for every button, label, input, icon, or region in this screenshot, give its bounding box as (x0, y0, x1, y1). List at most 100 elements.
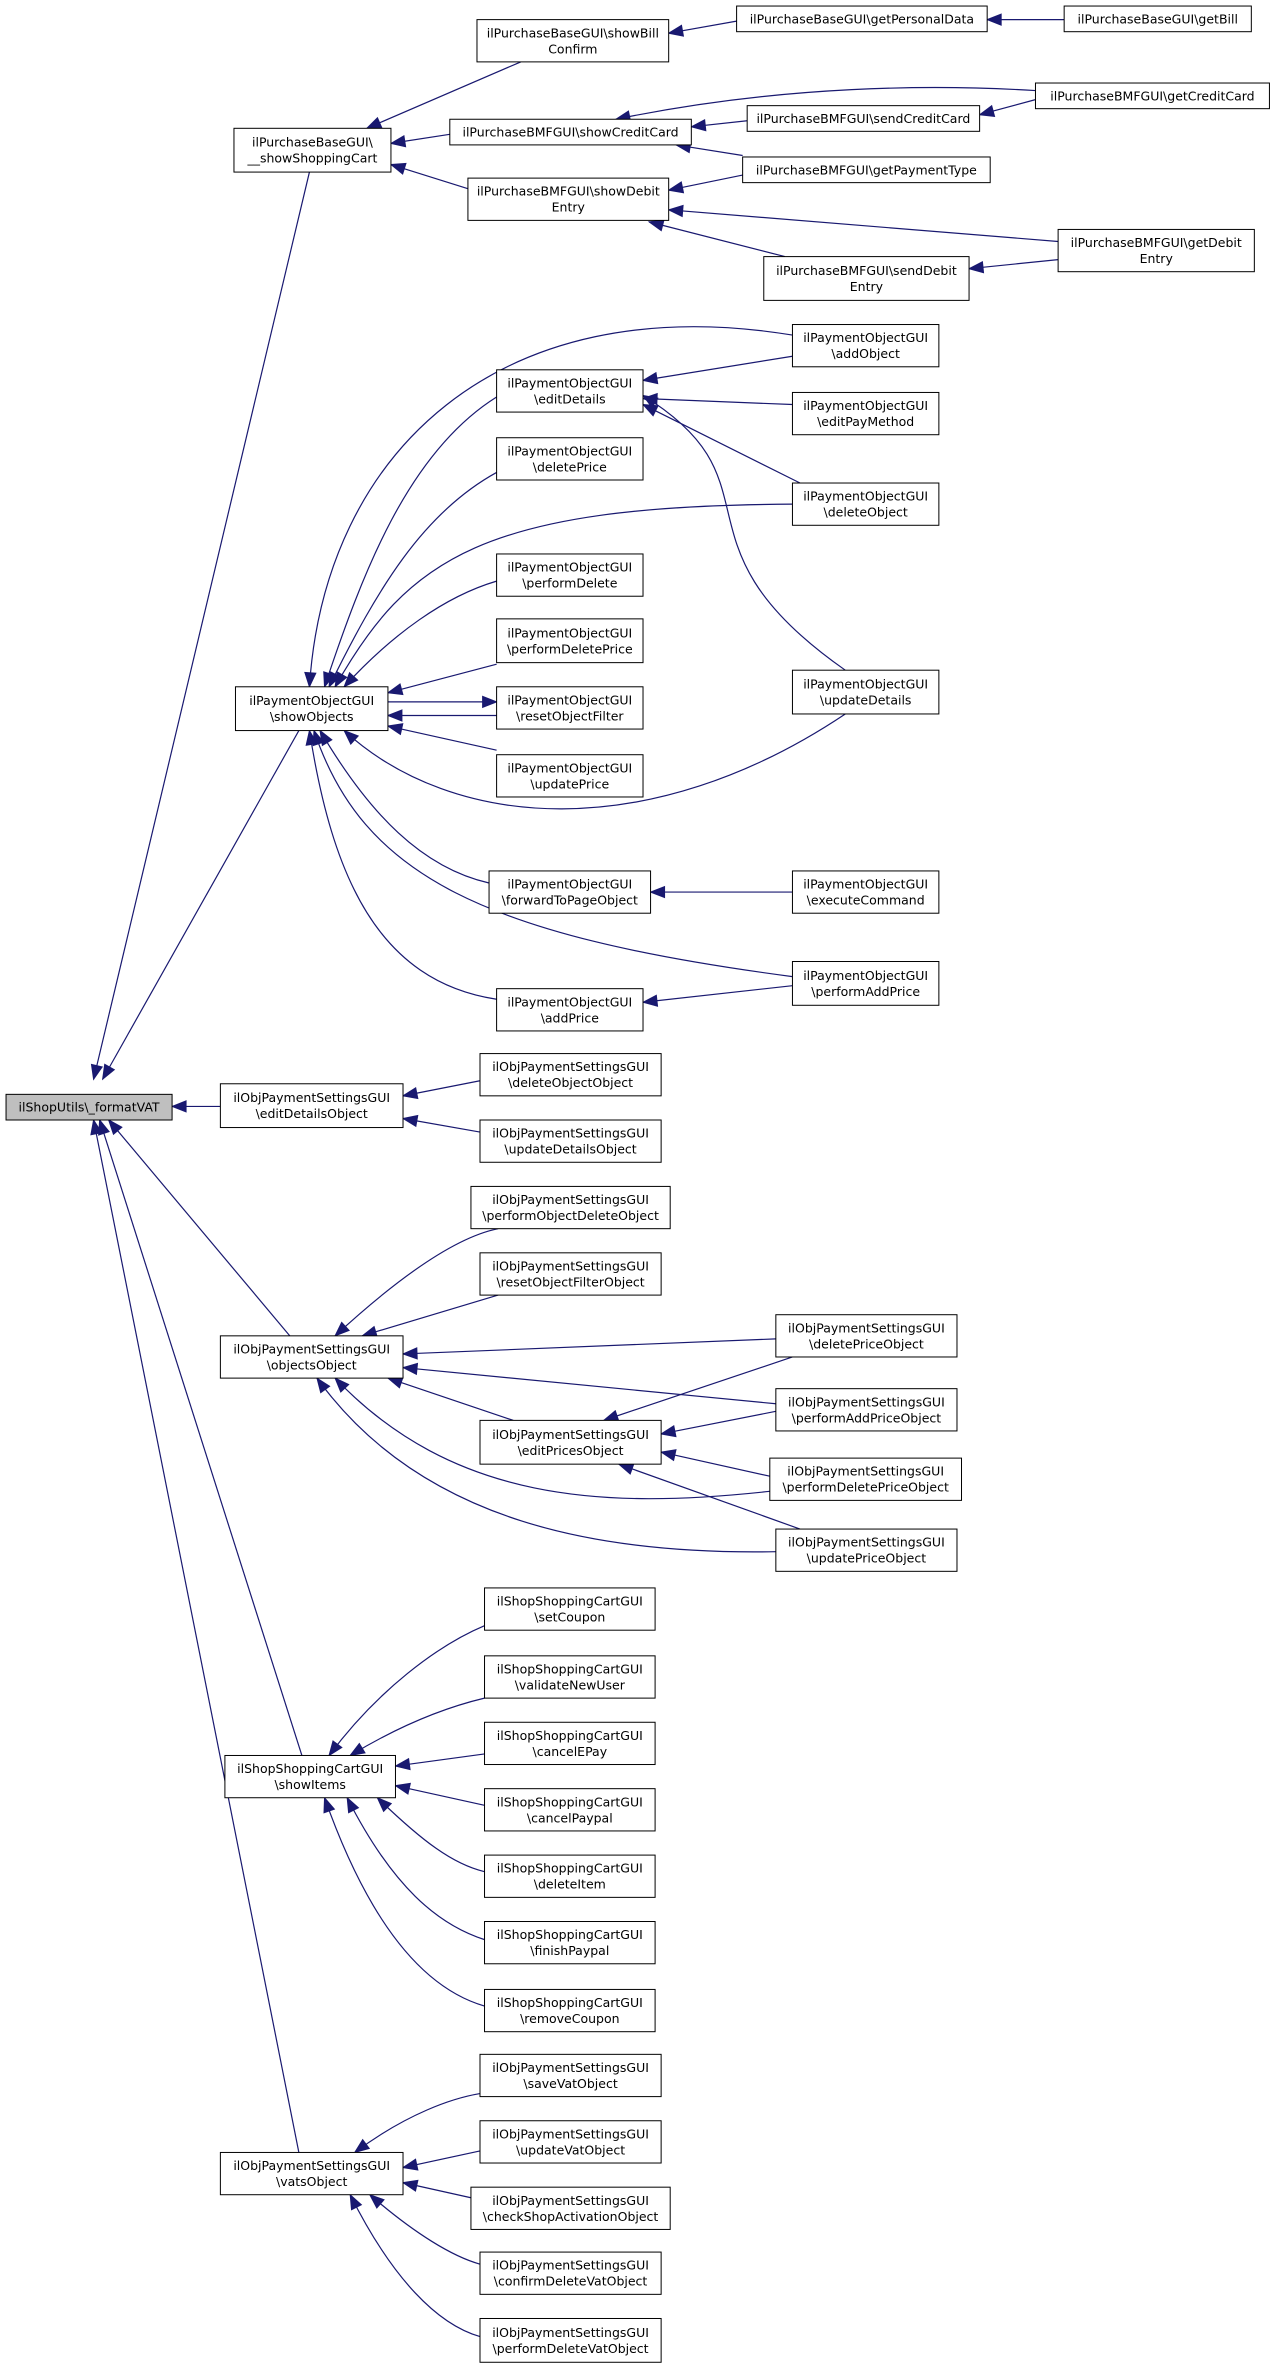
function-node[interactable]: ilObjPaymentSettingsGUI\performDeleteVat… (479, 2317, 662, 2363)
function-node[interactable]: ilObjPaymentSettingsGUI\vatsObject (219, 2151, 404, 2196)
node-label: \performAddPriceObject (792, 1410, 942, 1425)
function-node[interactable]: ilPaymentObjectGUI\performAddPrice (791, 961, 940, 1006)
node-label: Entry (1140, 251, 1174, 266)
function-node[interactable]: ilObjPaymentSettingsGUI\updatePriceObjec… (775, 1528, 958, 1572)
function-node[interactable]: ilObjPaymentSettingsGUI\deleteObjectObje… (479, 1053, 662, 1097)
node-box (479, 1419, 662, 1465)
node-label: \updatePrice (530, 776, 609, 791)
function-node[interactable]: ilObjPaymentSettingsGUI\editDetailsObjec… (219, 1083, 404, 1129)
nodes-layer: ilShopUtils\_formatVAT ilPurchaseBaseGUI\… (5, 5, 1270, 2363)
root-node[interactable]: ilShopUtils\_formatVAT (5, 1093, 173, 1121)
node-label: ilPaymentObjectGUI (507, 375, 632, 390)
function-node[interactable]: ilPurchaseBaseGUI\getBill (1063, 5, 1252, 33)
edge-n46-n47 (353, 2092, 481, 2154)
function-node[interactable]: ilPurchaseBMFGUI\getPaymentType (742, 156, 991, 184)
edge-arrowhead (346, 1796, 360, 1814)
function-node[interactable]: ilPaymentObjectGUI\addPrice (496, 988, 644, 1032)
edge-arrowhead (389, 135, 407, 148)
function-node[interactable]: ilPaymentObjectGUI\updateDetails (791, 669, 940, 715)
function-node[interactable]: ilObjPaymentSettingsGUI\performObjectDel… (470, 1185, 671, 1230)
node-label: \resetObjectFilter (516, 708, 624, 723)
edge-n30-n31 (334, 1228, 499, 1337)
function-node[interactable]: ilPaymentObjectGUI\resetObjectFilter (496, 686, 644, 730)
edge-arrowhead (316, 1377, 331, 1394)
edge-n38-n39 (328, 1625, 485, 1757)
function-node[interactable]: ilShopShoppingCartGUI\validateNewUser (484, 1655, 656, 1699)
node-box (488, 870, 652, 914)
node-label: ilShopShoppingCartGUI (497, 1927, 643, 1942)
edge-arrowhead (978, 104, 996, 117)
node-box (479, 1252, 662, 1296)
node-label: \validateNewUser (515, 1677, 626, 1692)
edge-n9-n8 (667, 174, 743, 194)
function-node[interactable]: ilPaymentObjectGUI\forwardToPageObject (488, 870, 652, 914)
function-node[interactable]: ilPaymentObjectGUI\editPayMethod (791, 391, 940, 436)
function-node[interactable]: ilPaymentObjectGUI\deleteObject (791, 482, 940, 526)
function-node[interactable]: ilPurchaseBMFGUI\getCreditCard (1034, 82, 1270, 110)
function-node[interactable]: ilShopShoppingCartGUI\showItems (224, 1754, 396, 1799)
function-node[interactable]: ilObjPaymentSettingsGUI\performDeletePri… (769, 1457, 963, 1501)
edge-line (376, 1797, 485, 1873)
function-node[interactable]: ilPurchaseBMFGUI\sendCreditCard (746, 105, 981, 132)
node-box (496, 618, 644, 664)
edge-arrowhead (343, 671, 359, 688)
node-box (791, 961, 940, 1006)
edge-n34-n36 (659, 1449, 770, 1477)
node-box (496, 686, 644, 730)
function-node[interactable]: ilPaymentObjectGUI\performDeletePrice (496, 618, 644, 664)
function-node[interactable]: ilPaymentObjectGUI\showObjects (234, 686, 389, 732)
function-node[interactable]: ilPurchaseBaseGUI\__showShoppingCart (233, 127, 392, 173)
function-node[interactable]: ilObjPaymentSettingsGUI\objectsObject (219, 1335, 404, 1379)
edge-line (603, 1356, 793, 1421)
edge-n12-n20 (386, 663, 497, 696)
edge-n0-n46 (90, 1118, 300, 2153)
node-label: \performDeletePrice (507, 641, 633, 656)
node-label: \editDetailsObject (256, 1106, 368, 1121)
edge-n30-n33 (401, 1338, 776, 1360)
function-node[interactable]: ilShopShoppingCartGUI\deleteItem (484, 1854, 656, 1898)
edge-n9-n11 (647, 219, 786, 258)
function-node[interactable]: ilPaymentObjectGUI\performDelete (496, 553, 644, 597)
edge-arrowhead (659, 1449, 677, 1462)
node-label: \performDeletePriceObject (782, 1480, 948, 1495)
edge-arrowhead (101, 1063, 116, 1081)
function-node[interactable]: ilPaymentObjectGUI\deletePrice (496, 437, 644, 481)
edge-n2-n3 (667, 20, 737, 37)
edge-n38-n41 (394, 1753, 485, 1771)
function-node[interactable]: ilPaymentObjectGUI\addObject (791, 324, 940, 368)
function-node[interactable]: ilPaymentObjectGUI\executeCommand (791, 870, 940, 914)
function-node[interactable]: ilShopShoppingCartGUI\removeCoupon (484, 1988, 656, 2033)
function-node[interactable]: ilObjPaymentSettingsGUI\updateDetailsObj… (479, 1119, 662, 1163)
node-label: ilObjPaymentSettingsGUI (492, 1258, 649, 1273)
function-node[interactable]: ilObjPaymentSettingsGUI\performAddPriceO… (775, 1388, 958, 1432)
node-label: ilShopShoppingCartGUI (497, 1594, 643, 1609)
function-node[interactable]: ilShopShoppingCartGUI\finishPaypal (484, 1921, 656, 1965)
edge-n1-n5 (389, 133, 450, 148)
function-node[interactable]: ilShopShoppingCartGUI\cancelPaypal (484, 1788, 656, 1832)
edge-line (387, 1377, 514, 1421)
function-node[interactable]: ilObjPaymentSettingsGUI\saveVatObject (479, 2053, 662, 2098)
function-node[interactable]: ilObjPaymentSettingsGUI\resetObjectFilte… (479, 1252, 662, 1296)
edge-arrowhead (90, 1118, 103, 1136)
function-node[interactable]: ilPurchaseBaseGUI\getPersonalData (736, 5, 988, 33)
node-label: \objectsObject (267, 1357, 357, 1372)
function-node[interactable]: ilShopShoppingCartGUI\setCoupon (484, 1587, 656, 1631)
function-node[interactable]: ilObjPaymentSettingsGUI\checkShopActivat… (470, 2186, 671, 2230)
edge-n30-n37 (316, 1377, 776, 1553)
function-node[interactable]: ilObjPaymentSettingsGUI\editPricesObject (479, 1419, 662, 1465)
function-node[interactable]: ilPaymentObjectGUI\updatePrice (496, 754, 644, 798)
node-label: \updateVatObject (516, 2142, 625, 2157)
function-node[interactable]: ilPurchaseBMFGUI\showCreditCard (449, 118, 692, 146)
function-node[interactable]: ilObjPaymentSettingsGUI\updateVatObject (479, 2120, 662, 2164)
function-node[interactable]: ilObjPaymentSettingsGUI\confirmDeleteVat… (479, 2251, 662, 2295)
function-node[interactable]: ilShopShoppingCartGUI\cancelEPay (484, 1721, 656, 1766)
node-box (484, 1655, 656, 1699)
edge-n34-n33 (602, 1356, 793, 1422)
function-node[interactable]: ilObjPaymentSettingsGUI\deletePriceObjec… (775, 1314, 958, 1358)
node-box (470, 2186, 671, 2230)
function-node[interactable]: ilPaymentObjectGUI\editDetails (496, 369, 644, 413)
